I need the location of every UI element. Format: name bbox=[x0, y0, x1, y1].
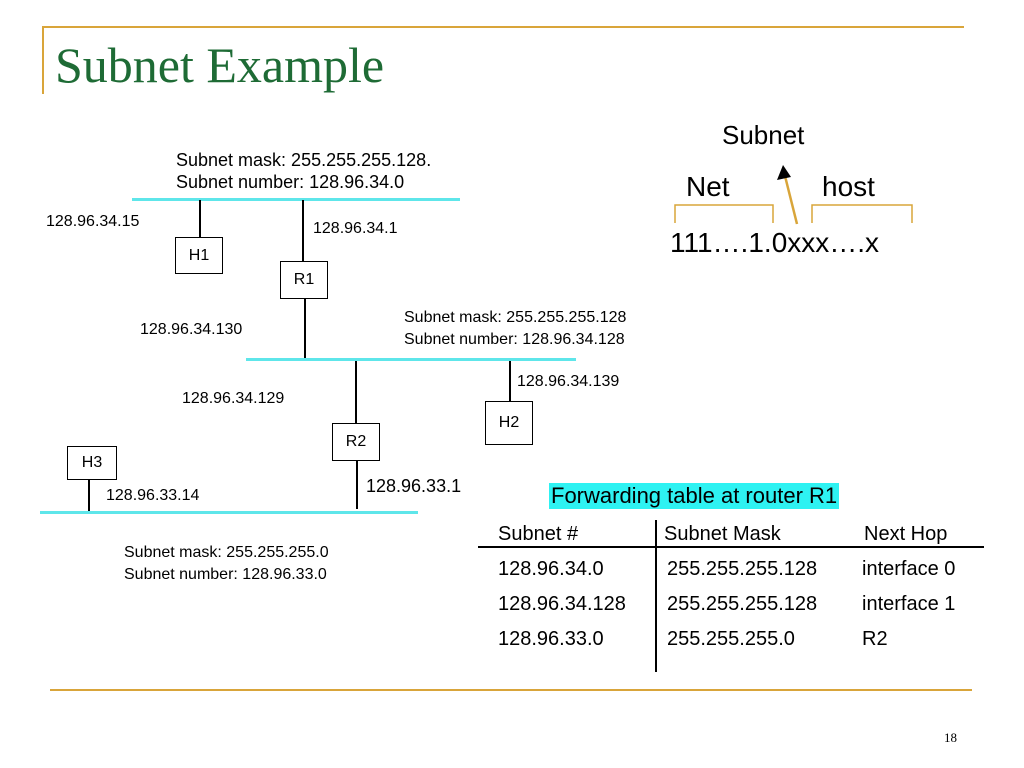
column-divider bbox=[655, 520, 657, 672]
r2-bottom-address: 128.96.33.1 bbox=[366, 476, 462, 496]
host-label: host bbox=[822, 171, 875, 202]
middle-subnet-number: Subnet number: 128.96.34.128 bbox=[404, 331, 625, 348]
header-subnet: Subnet # bbox=[498, 523, 579, 545]
router-r1: R1 bbox=[280, 261, 328, 299]
row-1-next-hop: interface 0 bbox=[862, 558, 956, 580]
left-rule bbox=[42, 26, 44, 94]
format-brackets-and-arrow bbox=[674, 165, 913, 225]
bottom-subnet-mask: Subnet mask: 255.255.255.0 bbox=[124, 544, 329, 561]
r1-mid-address: 128.96.34.130 bbox=[140, 321, 243, 338]
header-mask: Subnet Mask bbox=[664, 523, 781, 545]
bottom-subnet-number: Subnet number: 128.96.33.0 bbox=[124, 566, 327, 583]
row-2-mask: 255.255.255.128 bbox=[667, 593, 818, 615]
r1-top-address: 128.96.34.1 bbox=[313, 220, 398, 237]
top-rule bbox=[42, 26, 964, 28]
h1-link bbox=[199, 200, 201, 237]
slide-title: Subnet Example bbox=[55, 37, 385, 93]
h3-link bbox=[88, 480, 90, 511]
top-network-line bbox=[132, 198, 460, 201]
h1-address: 128.96.34.15 bbox=[46, 213, 140, 230]
header-rule bbox=[478, 546, 984, 548]
row-2-subnet: 128.96.34.128 bbox=[498, 593, 626, 615]
row-2-next-hop: interface 1 bbox=[862, 593, 956, 615]
top-subnet-number: Subnet number: 128.96.34.0 bbox=[176, 172, 405, 192]
h2-link bbox=[509, 361, 511, 401]
r1-top-link bbox=[302, 200, 304, 261]
subnet-arrow-head bbox=[777, 165, 791, 180]
subnet-arrow-shaft bbox=[783, 175, 799, 225]
table-title: Forwarding table at router R1 bbox=[549, 483, 840, 509]
host-bracket bbox=[811, 204, 913, 223]
row-1-mask: 255.255.255.128 bbox=[667, 558, 818, 580]
net-bracket bbox=[674, 204, 774, 223]
page-number: 18 bbox=[944, 730, 957, 745]
host-h1: H1 bbox=[175, 237, 223, 274]
r1-mid-link bbox=[304, 299, 306, 358]
h3-address: 128.96.33.14 bbox=[106, 487, 200, 504]
bottom-network-line bbox=[40, 511, 418, 514]
host-h2: H2 bbox=[485, 401, 533, 445]
row-3-subnet: 128.96.33.0 bbox=[498, 628, 604, 650]
h2-address: 128.96.34.139 bbox=[517, 373, 620, 390]
bottom-rule bbox=[50, 689, 972, 691]
net-label: Net bbox=[686, 171, 730, 202]
middle-subnet-mask: Subnet mask: 255.255.255.128 bbox=[404, 309, 627, 326]
header-next-hop: Next Hop bbox=[864, 523, 948, 545]
router-r2: R2 bbox=[332, 423, 380, 461]
row-3-next-hop: R2 bbox=[862, 628, 888, 650]
host-h3: H3 bbox=[67, 446, 117, 480]
middle-network-line bbox=[246, 358, 576, 361]
r2-bottom-link bbox=[356, 461, 358, 509]
row-3-mask: 255.255.255.0 bbox=[667, 628, 795, 650]
r2-mid-link bbox=[355, 361, 357, 423]
address-bits: 111….1.0xxx….x bbox=[670, 227, 880, 258]
r2-mid-address: 128.96.34.129 bbox=[182, 390, 285, 407]
subnet-label: Subnet bbox=[722, 120, 805, 150]
top-subnet-mask: Subnet mask: 255.255.255.128. bbox=[176, 150, 432, 170]
row-1-subnet: 128.96.34.0 bbox=[498, 558, 604, 580]
